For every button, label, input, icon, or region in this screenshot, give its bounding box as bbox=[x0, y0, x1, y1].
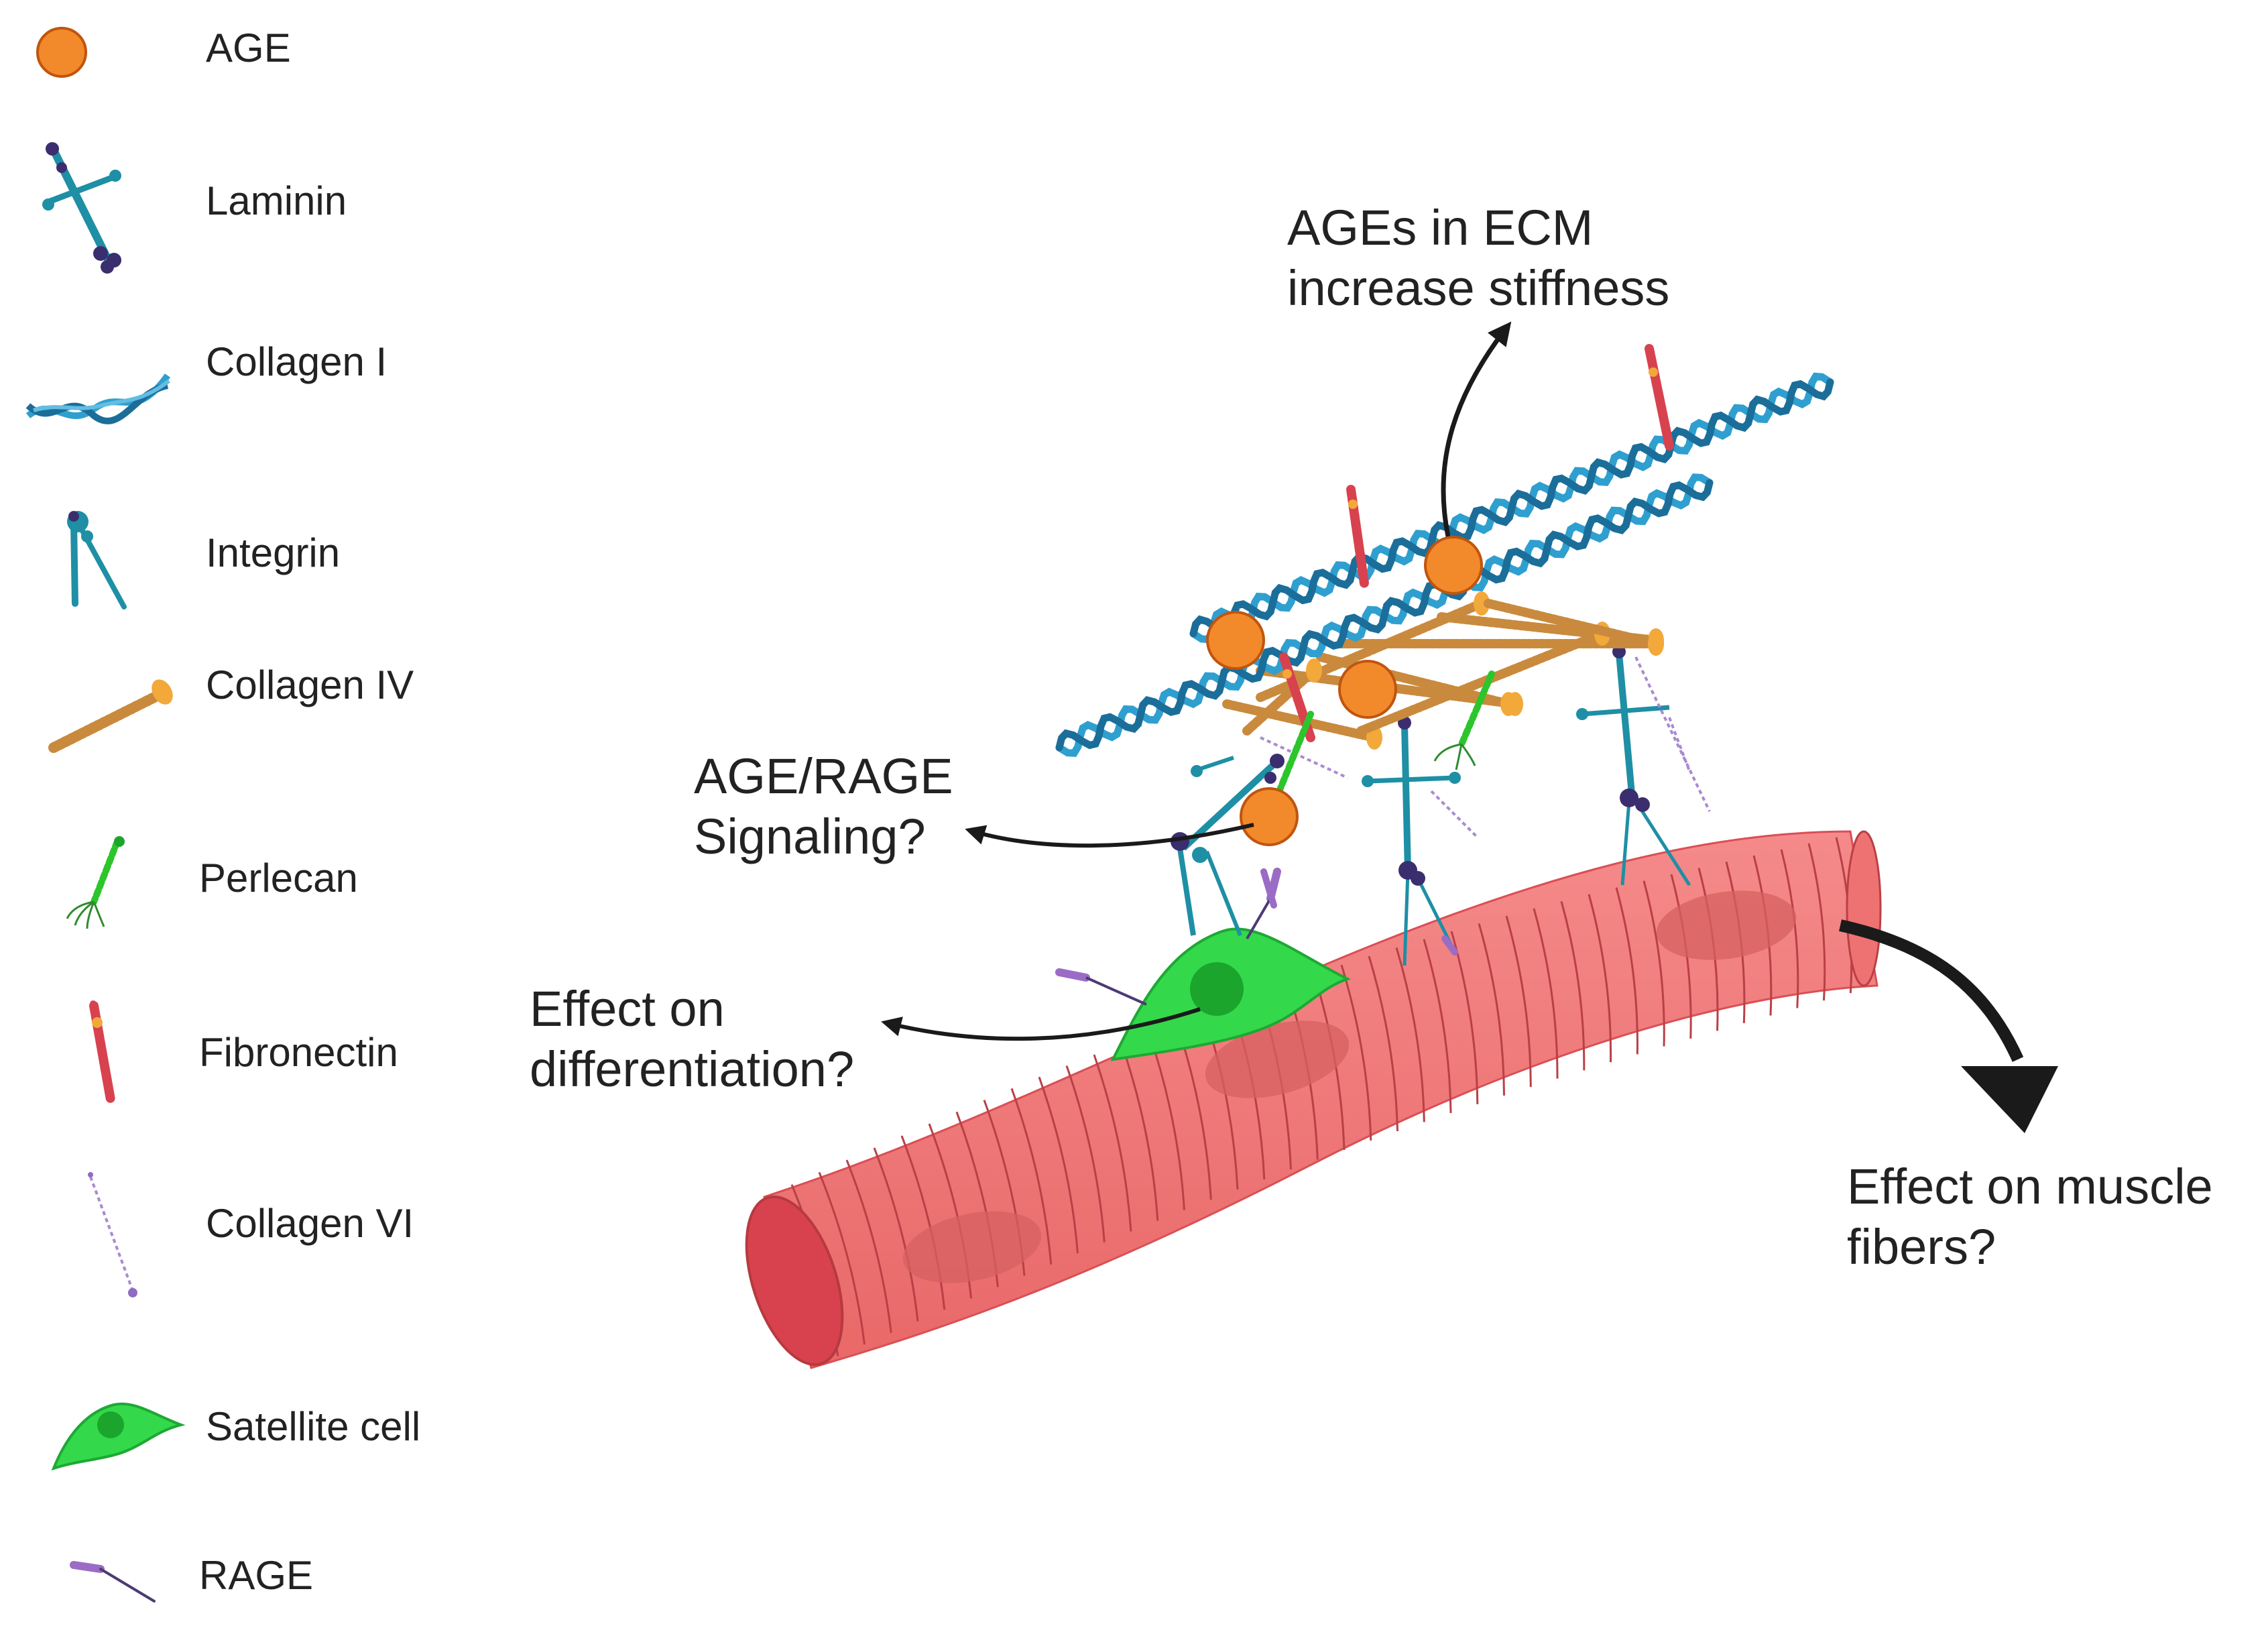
collagen-iv-rod bbox=[1484, 599, 1661, 648]
legend-satellite-cell-icon bbox=[51, 1402, 186, 1471]
age-particle bbox=[1338, 660, 1397, 719]
legend-label-fibronectin: Fibronectin bbox=[199, 1030, 398, 1075]
muscle-arrow-head bbox=[1961, 1066, 2058, 1133]
legend-fibronectin-icon bbox=[89, 1000, 115, 1104]
muscle-striation bbox=[1643, 880, 1665, 1047]
legend-laminin-icon bbox=[42, 142, 121, 274]
age-particle bbox=[1424, 536, 1483, 595]
collagen-iv-rod bbox=[1356, 629, 1607, 736]
legend-label-integrin: Integrin bbox=[206, 530, 341, 575]
legend-label-collagen-vi: Collagen VI bbox=[206, 1201, 414, 1246]
stiffness-annotation-line1: AGEs in ECM bbox=[1287, 200, 1594, 255]
muscle-striation bbox=[1478, 923, 1505, 1096]
muscle-nucleus bbox=[902, 1211, 1042, 1283]
legend-collagen-iv-icon bbox=[48, 679, 173, 753]
muscle-annotation: Effect on muscle fibers? bbox=[1847, 1157, 2213, 1278]
stiffness-arrow bbox=[1441, 321, 1512, 537]
muscle-striation bbox=[1093, 1054, 1132, 1232]
differentiation-arrow bbox=[881, 1007, 1201, 1041]
legend-label-age: AGE bbox=[206, 25, 291, 70]
legend-icons bbox=[25, 27, 186, 1603]
muscle-striation bbox=[1340, 964, 1372, 1141]
collagen-iv-end bbox=[1500, 692, 1516, 716]
muscle-striation bbox=[900, 1135, 946, 1310]
legend-label-perlecan: Perlecan bbox=[199, 856, 358, 900]
collagen-iv-end bbox=[1306, 658, 1322, 683]
muscle-striation bbox=[1010, 1088, 1053, 1265]
stiffness-annotation-line2: increase stiffness bbox=[1287, 260, 1670, 316]
muscle-annotation-line2: fibers? bbox=[1847, 1219, 1996, 1275]
annotation-arrows bbox=[881, 321, 2058, 1133]
muscle-fiber-end-cap bbox=[1846, 830, 1882, 987]
muscle-fiber-opening bbox=[745, 1195, 844, 1367]
muscle-nucleus bbox=[1656, 890, 1797, 960]
stiffness-annotation: AGEs in ECM increase stiffness bbox=[1287, 198, 1669, 319]
muscle-striation bbox=[1148, 1033, 1185, 1210]
muscle-striation bbox=[873, 1147, 919, 1322]
collagen-iv-end bbox=[1474, 591, 1490, 616]
satellite-cell bbox=[1055, 868, 1352, 1061]
legend-label-laminin: Laminin bbox=[206, 178, 347, 223]
muscle-striation bbox=[1780, 849, 1799, 1008]
muscle-striation bbox=[1120, 1043, 1159, 1221]
muscle-striation bbox=[1560, 900, 1586, 1071]
muscle-striation bbox=[1065, 1065, 1106, 1242]
muscle-striation bbox=[1505, 915, 1532, 1088]
collagen-iv-rod bbox=[1242, 666, 1319, 736]
differentiation-annotation-line1: Effect on bbox=[530, 981, 725, 1037]
signaling-annotation-line1: AGE/RAGE bbox=[694, 748, 953, 804]
signaling-annotation-line2: Signaling? bbox=[694, 809, 926, 865]
legend-label-collagen-i: Collagen I bbox=[206, 339, 387, 384]
signaling-annotation: AGE/RAGE Signaling? bbox=[694, 746, 953, 868]
muscle-striation bbox=[1588, 894, 1612, 1063]
muscle-striation bbox=[1038, 1076, 1079, 1254]
legend-label-rage: RAGE bbox=[199, 1553, 314, 1598]
muscle-fiber bbox=[745, 830, 1882, 1369]
age-particles bbox=[1206, 536, 1483, 846]
differentiation-annotation: Effect on differentiation? bbox=[530, 979, 854, 1100]
signaling-arrow bbox=[965, 823, 1254, 848]
age-particle bbox=[1206, 611, 1265, 670]
legend-perlecan-icon bbox=[66, 836, 125, 929]
muscle-arrow bbox=[1839, 919, 2024, 1062]
collagen-i-fibrils bbox=[1055, 372, 1834, 757]
legend-label-collagen-iv: Collagen IV bbox=[206, 662, 414, 707]
muscle-striation bbox=[1533, 908, 1559, 1079]
satellite-cell-nucleus bbox=[1190, 962, 1244, 1016]
collagen-i-strand bbox=[1055, 479, 1714, 752]
muscle-striations bbox=[790, 837, 1853, 1356]
muscle-striation bbox=[818, 1171, 866, 1345]
muscle-striation bbox=[1395, 947, 1425, 1122]
collagen-i-strand bbox=[1189, 378, 1834, 638]
age-particle bbox=[1240, 787, 1299, 846]
collagen-iv-network bbox=[1222, 591, 1664, 750]
muscle-striation bbox=[1423, 939, 1452, 1114]
muscle-nucleus bbox=[1205, 1021, 1350, 1098]
rage-receptor bbox=[1055, 968, 1090, 982]
legend-collagen-i-icon bbox=[25, 373, 171, 424]
muscle-striation bbox=[1615, 887, 1638, 1055]
legend-age-icon bbox=[36, 27, 87, 78]
muscle-striation bbox=[845, 1159, 892, 1334]
legend-rage-icon bbox=[70, 1561, 156, 1603]
legend-collagen-vi-icon bbox=[88, 1172, 137, 1297]
collagen-vi-fibers bbox=[1260, 656, 1711, 839]
collagen-iv-end bbox=[1648, 632, 1664, 656]
legend-integrin-icon bbox=[67, 511, 127, 609]
differentiation-annotation-line2: differentiation? bbox=[530, 1041, 855, 1098]
muscle-annotation-line1: Effect on muscle bbox=[1847, 1159, 2213, 1214]
legend-label-satellite-cell: Satellite cell bbox=[206, 1404, 421, 1449]
muscle-striation bbox=[1368, 955, 1398, 1132]
muscle-striation bbox=[1807, 843, 1826, 1001]
